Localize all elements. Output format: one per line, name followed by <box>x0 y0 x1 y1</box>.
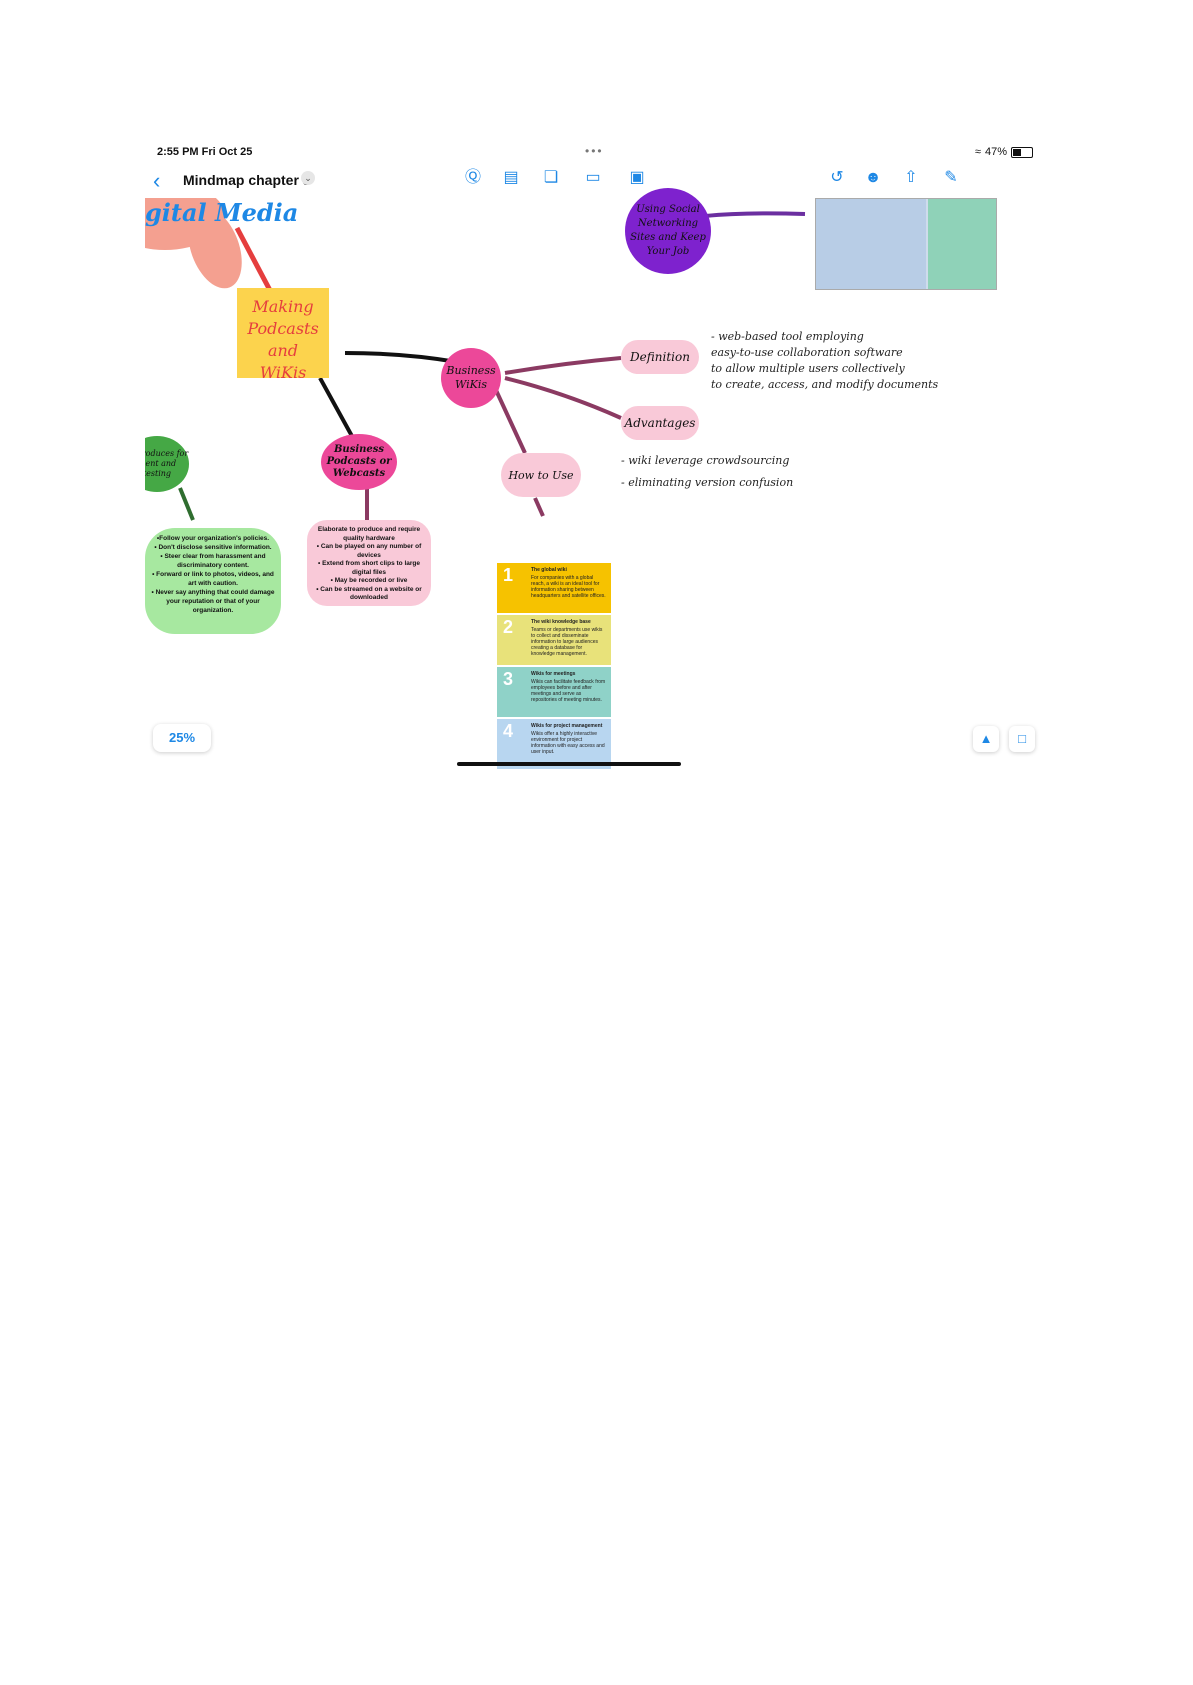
arrow-to-wiki-panel <box>533 497 545 517</box>
wiki-row: 2 The wiki knowledge base Teams or depar… <box>497 615 611 665</box>
connector-tool-icon[interactable]: ▲ <box>973 726 999 752</box>
board-canvas[interactable]: gital Media Making Podcasts and WiKis Us… <box>145 188 1045 770</box>
frame-tool-icon[interactable]: □ <box>1009 726 1035 752</box>
definition-node[interactable]: Definition <box>621 340 699 374</box>
business-podcasts-node[interactable]: Business Podcasts or Webcasts <box>321 434 397 490</box>
share-icon[interactable]: ⇧ <box>904 169 918 186</box>
wiki-row: 1 The global wiki For companies with a g… <box>497 563 611 613</box>
status-bar: 2:55 PM Fri Oct 25 ••• ≈ 47% <box>157 144 1033 162</box>
battery-icon <box>1011 146 1033 158</box>
wiki-row-title: Wikis for meetings <box>531 671 576 677</box>
shapes-icon[interactable]: ❏ <box>543 169 559 186</box>
wiki-row-title: The global wiki <box>531 567 567 573</box>
text-box-icon[interactable]: ▤ <box>503 169 519 186</box>
wiki-row-title: Wikis for project management <box>531 723 603 729</box>
advantages-note-line: - eliminating version confusion <box>621 476 794 489</box>
multitask-dots-icon[interactable]: ••• <box>585 144 604 158</box>
arrow-making-to-podcasts <box>318 377 355 439</box>
wiki-row: 3 Wikis for meetings Wikis can facilitat… <box>497 667 611 717</box>
wiki-row-number: 3 <box>503 669 514 689</box>
toolbar: ‹ Mindmap chapter 5 ⌄ Ⓠ ▤ ❏ ▭ ▣ ↺ ☻ ⇧ ✎ <box>145 162 1045 198</box>
how-to-use-node[interactable]: How to Use <box>501 453 581 497</box>
doc-column-left <box>816 199 926 289</box>
arrow-to-how-to-use <box>493 387 527 454</box>
arrow-social-to-doc <box>704 211 806 218</box>
definition-note-line: easy-to-use collaboration software <box>711 346 903 359</box>
text-insert-icon[interactable]: ▭ <box>585 169 601 186</box>
arrow-to-social-note <box>178 487 195 521</box>
home-indicator[interactable] <box>457 762 681 766</box>
wiki-row-number: 1 <box>503 565 514 585</box>
status-time: 2:55 PM Fri Oct 25 <box>157 146 253 158</box>
advantages-note-line: - wiki leverage crowdsourcing <box>621 454 790 467</box>
ipad-screen: 2:55 PM Fri Oct 25 ••• ≈ 47% ‹ Mindmap c… <box>145 140 1045 770</box>
definition-note-line: to create, access, and modify documents <box>711 378 939 391</box>
zoom-level-button[interactable]: 25% <box>153 724 211 752</box>
document-title[interactable]: Mindmap chapter 5 <box>183 172 311 188</box>
back-button[interactable]: ‹ <box>153 168 161 193</box>
corner-tools: ▲ □ <box>973 726 1035 752</box>
wifi-icon: ≈ <box>974 146 981 158</box>
arrow-making-to-wikis <box>344 351 458 364</box>
doc-column-right <box>928 199 996 289</box>
status-right: ≈ 47% <box>975 146 1033 158</box>
advantages-node[interactable]: Advantages <box>621 406 699 440</box>
definition-note-line: to allow multiple users collectively <box>711 362 905 375</box>
wiki-uses-panel[interactable]: 1 The global wiki For companies with a g… <box>497 563 611 769</box>
definition-note-line: - web-based tool employing <box>711 330 864 343</box>
compose-icon[interactable]: ✎ <box>944 169 958 186</box>
wiki-row-body: Wikis offer a highly interactive environ… <box>531 731 605 755</box>
wiki-row-title: The wiki knowledge base <box>531 619 591 625</box>
media-icon[interactable]: ▣ <box>629 169 645 186</box>
wiki-row-number: 4 <box>503 721 514 741</box>
collaborate-icon[interactable]: ☻ <box>864 169 882 186</box>
podcast-note[interactable]: Elaborate to produce and require quality… <box>307 520 431 606</box>
undo-icon[interactable]: ↺ <box>830 169 844 186</box>
making-podcasts-note[interactable]: Making Podcasts and WiKis <box>237 288 329 382</box>
digital-media-label[interactable]: gital Media <box>145 198 299 227</box>
social-media-note[interactable]: •Follow your organization's policies. • … <box>145 528 281 634</box>
business-wikis-node[interactable]: Business WiKis <box>441 348 501 408</box>
wiki-row-body: For companies with a global reach, a wik… <box>531 575 606 599</box>
battery-percent: 47% <box>984 146 1007 158</box>
arrow-flower-to-making <box>234 226 276 298</box>
pen-tool-icon[interactable]: Ⓠ <box>464 169 481 186</box>
flower-drawing <box>145 198 242 289</box>
document-thumbnail[interactable] <box>815 198 997 290</box>
arrow-to-advantages <box>504 376 622 420</box>
wiki-row-number: 2 <box>503 617 514 637</box>
social-networking-node[interactable]: Using Social Networking Sites and Keep Y… <box>625 188 711 274</box>
chevron-down-icon[interactable]: ⌄ <box>301 171 315 185</box>
wiki-row-body: Teams or departments use wikis to collec… <box>531 627 603 657</box>
arrow-to-definition <box>504 356 622 375</box>
wiki-row: 4 Wikis for project management Wikis off… <box>497 719 611 769</box>
wiki-row-body: Wikis can facilitate feedback from emplo… <box>531 679 606 703</box>
